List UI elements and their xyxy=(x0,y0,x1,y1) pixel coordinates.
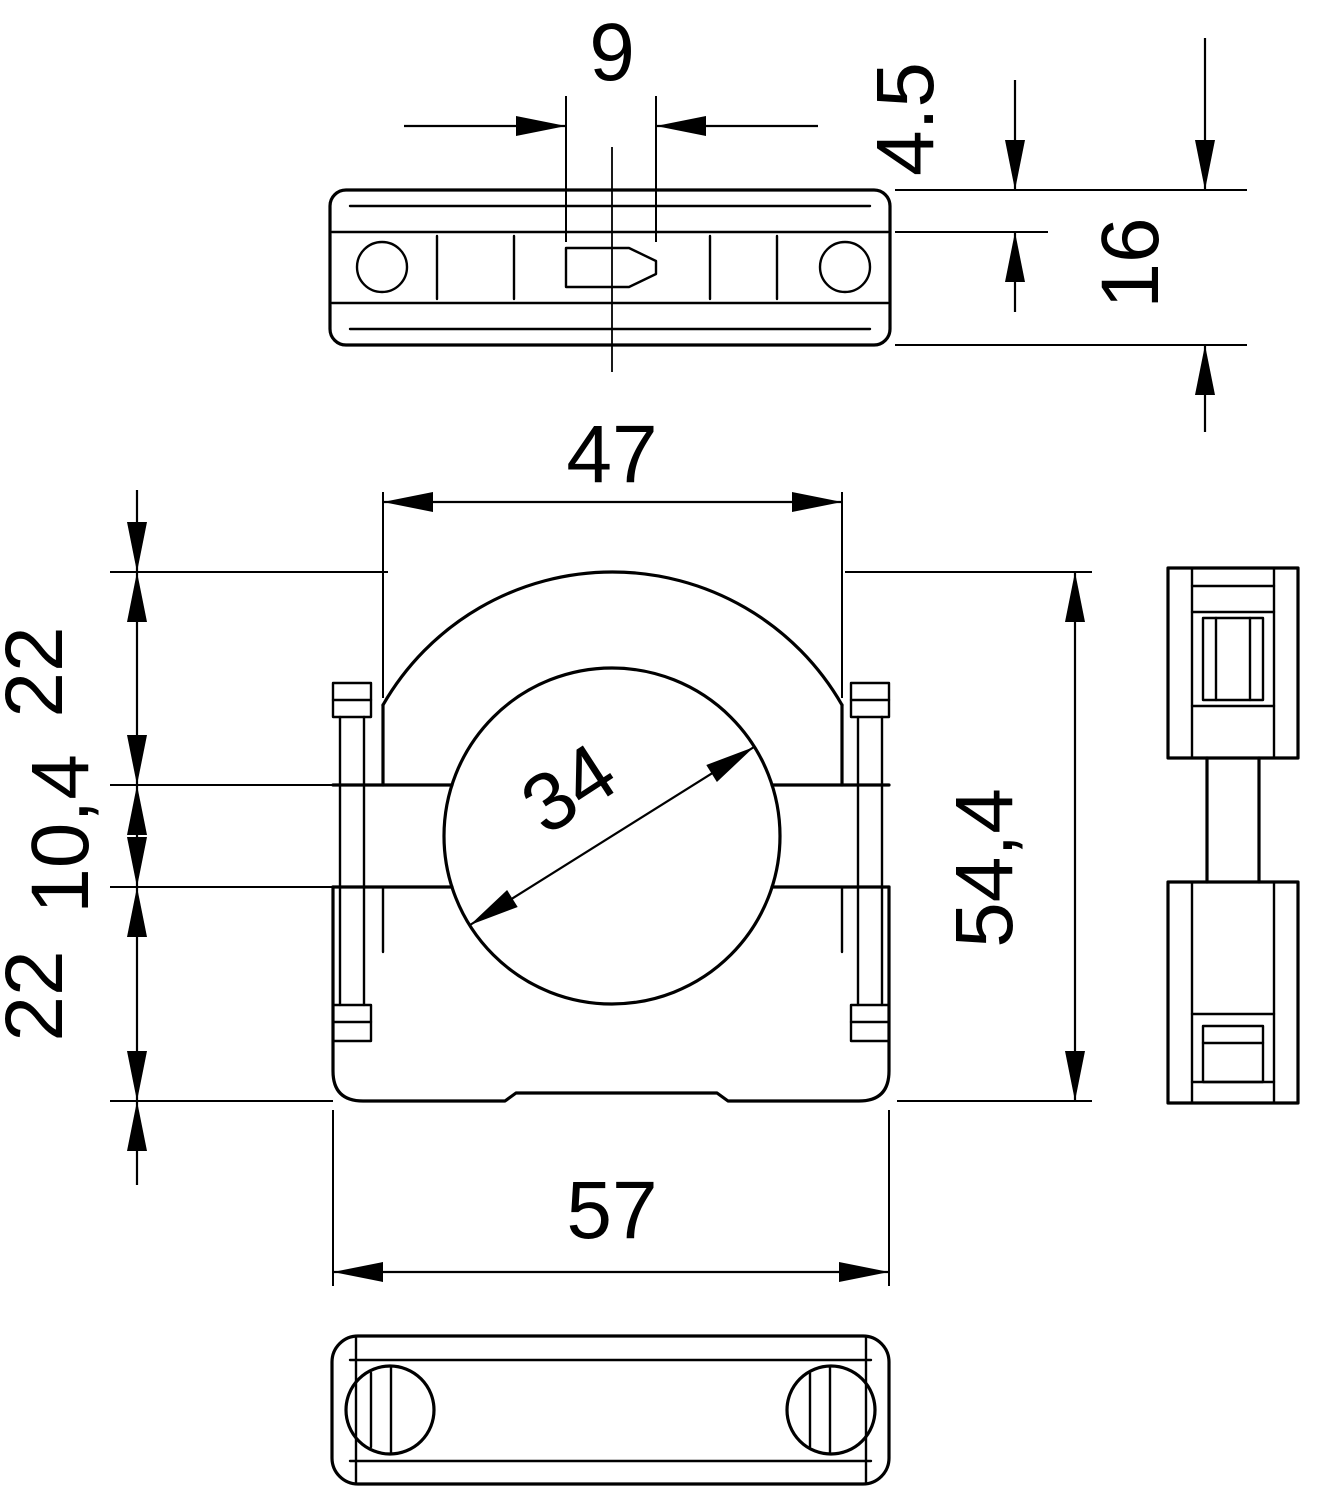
arrowhead xyxy=(127,785,147,835)
arrowhead xyxy=(127,572,147,622)
dim-line xyxy=(469,746,755,926)
side-view xyxy=(1166,566,1300,1105)
arrowhead xyxy=(127,1051,147,1101)
dim-label-gap-height: 10,4 xyxy=(15,754,106,914)
dim-label-overall-width: 57 xyxy=(566,1165,657,1256)
arrowhead xyxy=(706,747,754,782)
arrowhead xyxy=(1065,572,1085,622)
dome-arc xyxy=(381,570,844,707)
arrowhead xyxy=(1005,232,1025,282)
arrowhead xyxy=(127,522,147,572)
arrowhead xyxy=(792,492,842,512)
arrowhead xyxy=(383,492,433,512)
arrowhead xyxy=(127,887,147,937)
arrowhead xyxy=(1065,1051,1085,1101)
dim-label-lower-half-height: 22 xyxy=(0,950,80,1041)
bottom-view-outline xyxy=(330,1334,891,1486)
arrowhead xyxy=(656,116,706,136)
arrowhead xyxy=(470,890,518,925)
screw-hole-right xyxy=(818,240,872,294)
dim-label-clamp-width: 47 xyxy=(566,409,657,500)
arrowhead xyxy=(127,1101,147,1151)
dim-label-overall-height: 54,4 xyxy=(939,788,1030,948)
dim-label-side-height: 16 xyxy=(1085,217,1176,308)
front-view xyxy=(331,570,891,1103)
dim-label-slot-width: 9 xyxy=(589,7,635,98)
dim-overall-width: 57 xyxy=(332,1110,890,1286)
bore-circle xyxy=(442,666,782,1006)
dim-cover-thickness: 4.5 xyxy=(860,62,1048,312)
side-lower-block xyxy=(1166,880,1300,1105)
lower-body-outline xyxy=(331,885,891,1103)
dim-overall-height: 54,4 xyxy=(845,571,1092,1102)
bottom-view xyxy=(330,1334,891,1486)
side-upper-block xyxy=(1166,566,1300,760)
screw-hole-left xyxy=(355,240,409,294)
dim-label-cover-thickness: 4.5 xyxy=(860,62,951,176)
arrowhead xyxy=(1195,140,1215,190)
arrowhead xyxy=(516,116,566,136)
top-view xyxy=(328,147,892,372)
center-slot xyxy=(564,246,658,289)
arrowhead xyxy=(1195,345,1215,395)
side-nut-block xyxy=(1201,616,1265,702)
dim-side-height: 16 xyxy=(895,38,1247,432)
arrowhead xyxy=(127,735,147,785)
arrowhead xyxy=(839,1262,889,1282)
arrowhead xyxy=(1005,140,1025,190)
arrowhead xyxy=(333,1262,383,1282)
dim-slot-width: 9 xyxy=(404,7,818,242)
arrowhead xyxy=(127,837,147,887)
dim-left-chain: 22 10,4 22 xyxy=(0,490,388,1185)
dim-label-upper-half-height: 22 xyxy=(0,626,80,717)
dim-clamp-width: 47 xyxy=(382,409,843,698)
top-view-outline xyxy=(328,188,892,347)
